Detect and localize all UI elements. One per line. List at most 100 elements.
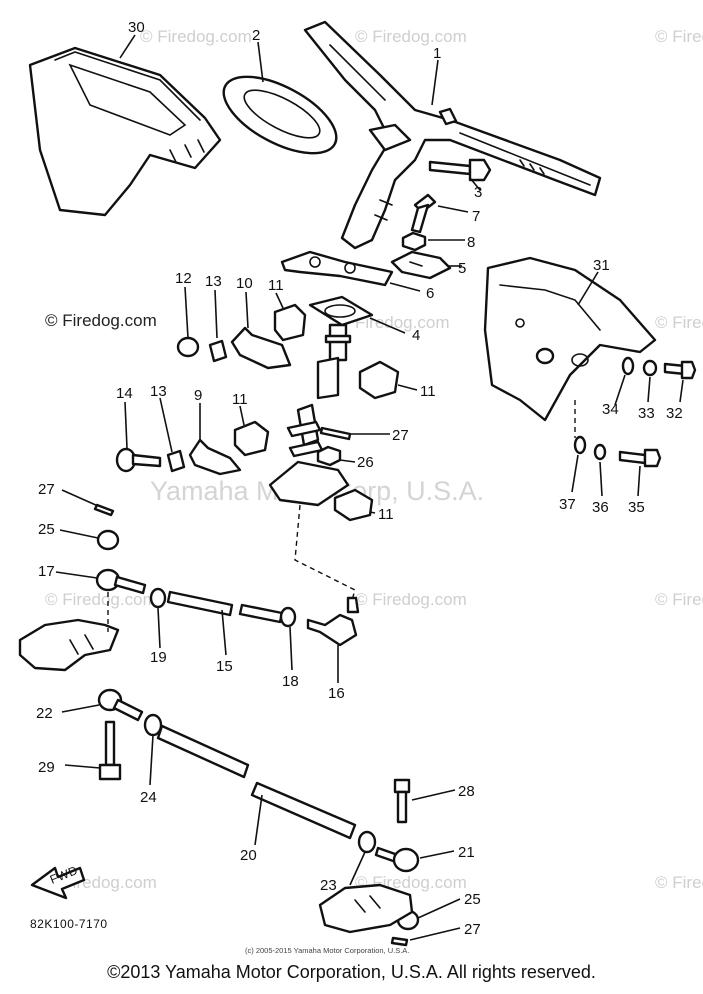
part-13-clip — [166, 339, 228, 473]
callout-10: 10 — [236, 275, 253, 292]
callout-34: 34 — [602, 401, 619, 418]
callout-14: 14 — [116, 385, 133, 402]
part-32-bolt — [663, 360, 697, 380]
callout-30: 30 — [128, 19, 145, 36]
callout-23: 23 — [320, 877, 337, 894]
callout-37: 37 — [559, 496, 576, 513]
watermark-site: © Firedog.com — [655, 313, 703, 332]
callout-12: 12 — [175, 270, 192, 287]
callout-27: 27 — [464, 921, 481, 938]
callout-16: 16 — [328, 685, 345, 702]
leader-lines — [55, 34, 684, 941]
part-18-collar — [279, 606, 297, 628]
part-33-washer — [642, 359, 658, 377]
callout-21: 21 — [458, 844, 475, 861]
callout-18: 18 — [282, 673, 299, 690]
callout-17: 17 — [38, 563, 55, 580]
part-26-nut — [316, 445, 342, 467]
part-8-nut — [401, 231, 427, 252]
watermark-site: © Firedog.com — [655, 873, 703, 892]
part-lower-arm — [318, 883, 414, 934]
callout-11: 11 — [232, 391, 248, 408]
watermark-site: © Firedog.com — [655, 590, 703, 609]
callout-3: 3 — [474, 184, 482, 201]
part-29-bolt — [98, 720, 122, 781]
watermark-site-short: Firedog.com — [355, 313, 449, 332]
callout-1: 1 — [433, 45, 441, 62]
callout-19: 19 — [150, 649, 167, 666]
part-7-bolt — [410, 193, 437, 234]
callout-27: 27 — [392, 427, 409, 444]
part-lower-shaft — [268, 403, 350, 507]
callout-6: 6 — [426, 285, 434, 302]
alignment-dash-upper — [294, 504, 356, 601]
part-11-block — [233, 303, 400, 522]
part-19-collar — [149, 587, 167, 609]
part-4-shaft — [308, 295, 374, 400]
part-22-joint — [97, 688, 144, 722]
callout-24: 24 — [140, 789, 157, 806]
small-copyright: (c) 2005-2015 Yamaha Motor Corporation, … — [245, 946, 409, 955]
watermark-site: © Firedog.com — [655, 27, 703, 46]
diagram-code: 82K100-7170 — [30, 917, 108, 931]
callout-8: 8 — [467, 234, 475, 251]
callout-11: 11 — [378, 506, 394, 523]
part-37-washer — [573, 435, 587, 455]
callout-35: 35 — [628, 499, 645, 516]
callout-7: 7 — [472, 208, 480, 225]
watermark-site: © Firedog.com — [140, 27, 252, 46]
watermark-site: © Firedog.com — [355, 590, 467, 609]
callout-28: 28 — [458, 783, 475, 800]
callout-22: 22 — [36, 705, 53, 722]
part-5-clamp — [390, 250, 452, 280]
watermark-site: © Firedog.com — [45, 590, 157, 609]
callout-27: 27 — [38, 481, 55, 498]
part-34-washer — [621, 356, 635, 376]
callout-31: 31 — [593, 257, 610, 274]
callout-4: 4 — [412, 327, 420, 344]
part-28-bolt — [393, 778, 411, 824]
callout-36: 36 — [592, 499, 609, 516]
part-20-rod — [156, 724, 357, 840]
part-3-bolt — [428, 158, 492, 182]
callout-25: 25 — [464, 891, 481, 908]
callout-26: 26 — [357, 454, 374, 471]
callout-32: 32 — [666, 405, 683, 422]
part-35-bolt — [618, 448, 662, 468]
part-17-joint — [95, 568, 147, 595]
watermark-site: © Firedog.com — [355, 27, 467, 46]
callout-9: 9 — [194, 387, 202, 404]
part-24-collar — [143, 713, 163, 737]
part-16-joint — [306, 596, 360, 647]
part-1-handlebar — [303, 20, 602, 250]
footer-copyright: ©2013 Yamaha Motor Corporation, U.S.A. A… — [107, 962, 596, 982]
part-linkage-arm — [18, 618, 120, 672]
part-27-pin — [93, 426, 409, 947]
callout-11: 11 — [420, 383, 436, 400]
part-30-cover — [28, 46, 222, 217]
part-12-bushing — [176, 336, 200, 358]
callout-29: 29 — [38, 759, 55, 776]
callout-13: 13 — [205, 273, 222, 290]
callout-25: 25 — [38, 521, 55, 538]
fwd-arrow-icon: FWD — [30, 863, 86, 900]
part-14-bolt — [115, 447, 162, 473]
callout-15: 15 — [216, 658, 233, 675]
part-21-joint — [374, 846, 420, 873]
callout-numbers: 30 2 1 3 7 8 5 6 4 31 12 13 10 11 11 14 … — [36, 19, 683, 938]
part-9-arm — [188, 438, 242, 476]
part-31-bracket — [483, 256, 657, 422]
callout-2: 2 — [252, 27, 260, 44]
watermark-site-dark: © Firedog.com — [45, 311, 157, 330]
callout-20: 20 — [240, 847, 257, 864]
part-36-washer — [593, 443, 607, 461]
callout-33: 33 — [638, 405, 655, 422]
part-2-gasket — [222, 75, 338, 155]
callout-13: 13 — [150, 383, 167, 400]
callout-5: 5 — [458, 260, 466, 277]
part-10-arm — [230, 326, 292, 370]
part-23-collar — [357, 830, 377, 854]
callout-11: 11 — [268, 277, 284, 294]
part-15-rod — [166, 590, 284, 624]
